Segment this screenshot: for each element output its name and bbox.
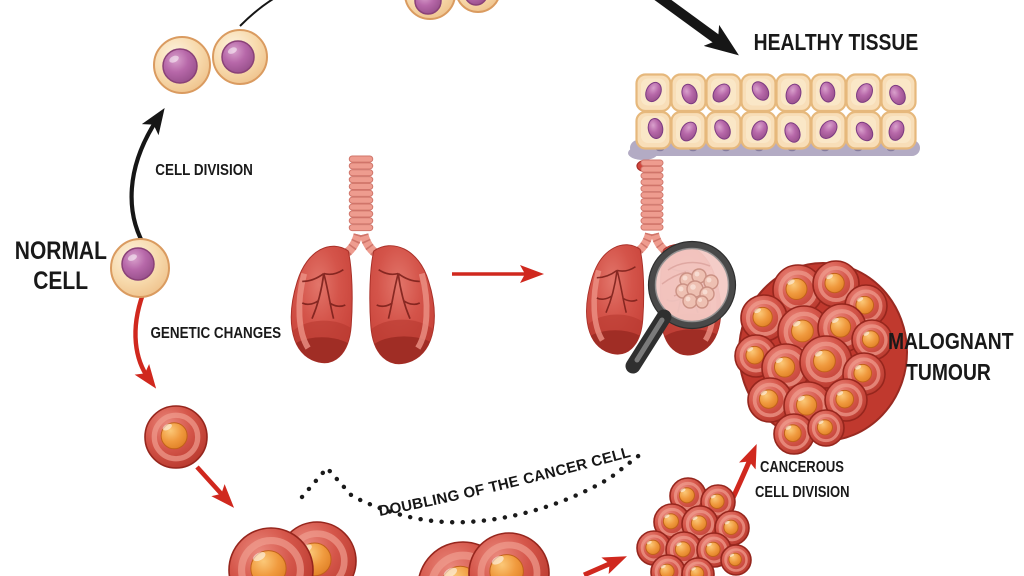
doubling-arrow [195, 465, 235, 508]
normal-cell-illustration [212, 29, 268, 85]
cancer-cell-illustration [824, 378, 868, 422]
cancer-cell-illustration [807, 409, 845, 447]
genetic-changes-label: GENETIC CHANGES [150, 325, 282, 342]
cell-illustrations [110, 0, 550, 576]
doubling-cancer-cell-label: DOUBLING OF THE CANCER CELL [377, 444, 632, 520]
cancer-cell-illustration [144, 405, 208, 469]
cancerous-cell-division-label: CANCEROUS CELL DIVISION [754, 459, 850, 501]
healthy-lungs-illustration [287, 156, 442, 370]
normal-cell-illustration [110, 238, 170, 298]
normal-cell-label-line1: NORMAL [14, 237, 108, 265]
doubling-dotted-arc [299, 447, 649, 525]
cancerous-division-cluster [636, 477, 752, 576]
cancer-cell-illustration [468, 532, 550, 576]
cancer-cell-illustration [740, 294, 788, 342]
normal-cell-label: NORMAL CELL [6, 236, 116, 296]
magnifier-icon [625, 240, 737, 374]
cancer-cell-illustration [650, 554, 686, 576]
cancer-cell-illustration [773, 413, 815, 455]
cell-division-label: CELL DIVISION [155, 162, 253, 179]
genetic-changes-arrow [133, 293, 157, 389]
normal-cell-illustration [153, 36, 211, 94]
healthy-tissue-illustration [628, 73, 920, 173]
cancer-cell-illustration [681, 557, 715, 576]
normal-cell-label-line2: CELL [33, 267, 89, 295]
to-cluster-arrow [582, 556, 627, 576]
cycle-thin-line [239, 0, 274, 27]
malignant-tumour-illustration [734, 260, 908, 455]
cell-division-arrow [129, 108, 165, 252]
healthy-tissue-label: HEALTHY TISSUE [753, 29, 919, 55]
healthy-tissue-arrow [654, 0, 739, 56]
cancer-cell-illustration [228, 527, 314, 576]
normal-cell-illustration [457, 0, 499, 13]
cancer-cell-illustration [720, 544, 752, 576]
normal-cell-illustration [404, 0, 456, 20]
malignant-tumour-label: MALOGNANT TUMOUR [887, 328, 1014, 385]
